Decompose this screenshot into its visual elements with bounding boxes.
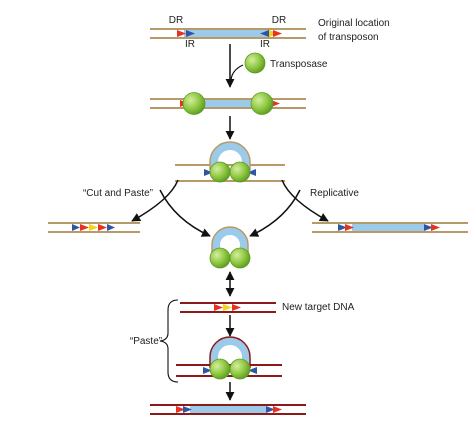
donor-after-excision [48,222,140,233]
original-dna [150,28,306,39]
transposase-protein [250,92,274,115]
dr-triangle [273,30,282,37]
synaptic-complex [175,141,285,183]
paste-label: “Paste” [130,336,162,347]
transposase-label: Transposase [270,59,328,70]
original-location-label: Original location [318,18,390,29]
transposase-protein [229,358,251,380]
merge-arrow-left [159,189,211,237]
transposase-binding-curve [230,64,244,81]
paste-brace [159,299,179,383]
strand-transfer-complex [176,336,282,380]
dr-right-label: DR [272,15,286,26]
target-dna [180,302,276,313]
new-target-dna-label: New target DNA [282,302,355,313]
cut-and-paste-label: “Cut and Paste” [83,188,153,199]
merge-arrow-right [249,189,301,237]
ir-right-label: IR [260,39,270,50]
integrated-transposon [150,404,306,415]
dr-triangle [177,30,186,37]
free-transposon-complex [209,226,251,269]
transposase-protein [182,92,206,115]
replicative-label: Replicative [310,188,359,199]
original-location-label-2: of transposon [318,32,379,43]
transposase-protein [244,52,266,74]
bound-dna [150,92,306,115]
ir-arrow [260,30,269,37]
transposase-protein [209,358,231,380]
transposase-protein [209,161,231,183]
transposase-protein [229,247,251,269]
transposon-segment [184,30,270,37]
transposase-protein [209,247,231,269]
replicative-arrow [281,179,329,222]
transposase-protein [229,161,251,183]
ir-left-label: IR [185,39,195,50]
donor-after-replication [312,222,468,233]
dr-left-label: DR [169,15,183,26]
cut-and-paste-arrow [131,179,179,222]
ir-arrow [186,30,195,37]
